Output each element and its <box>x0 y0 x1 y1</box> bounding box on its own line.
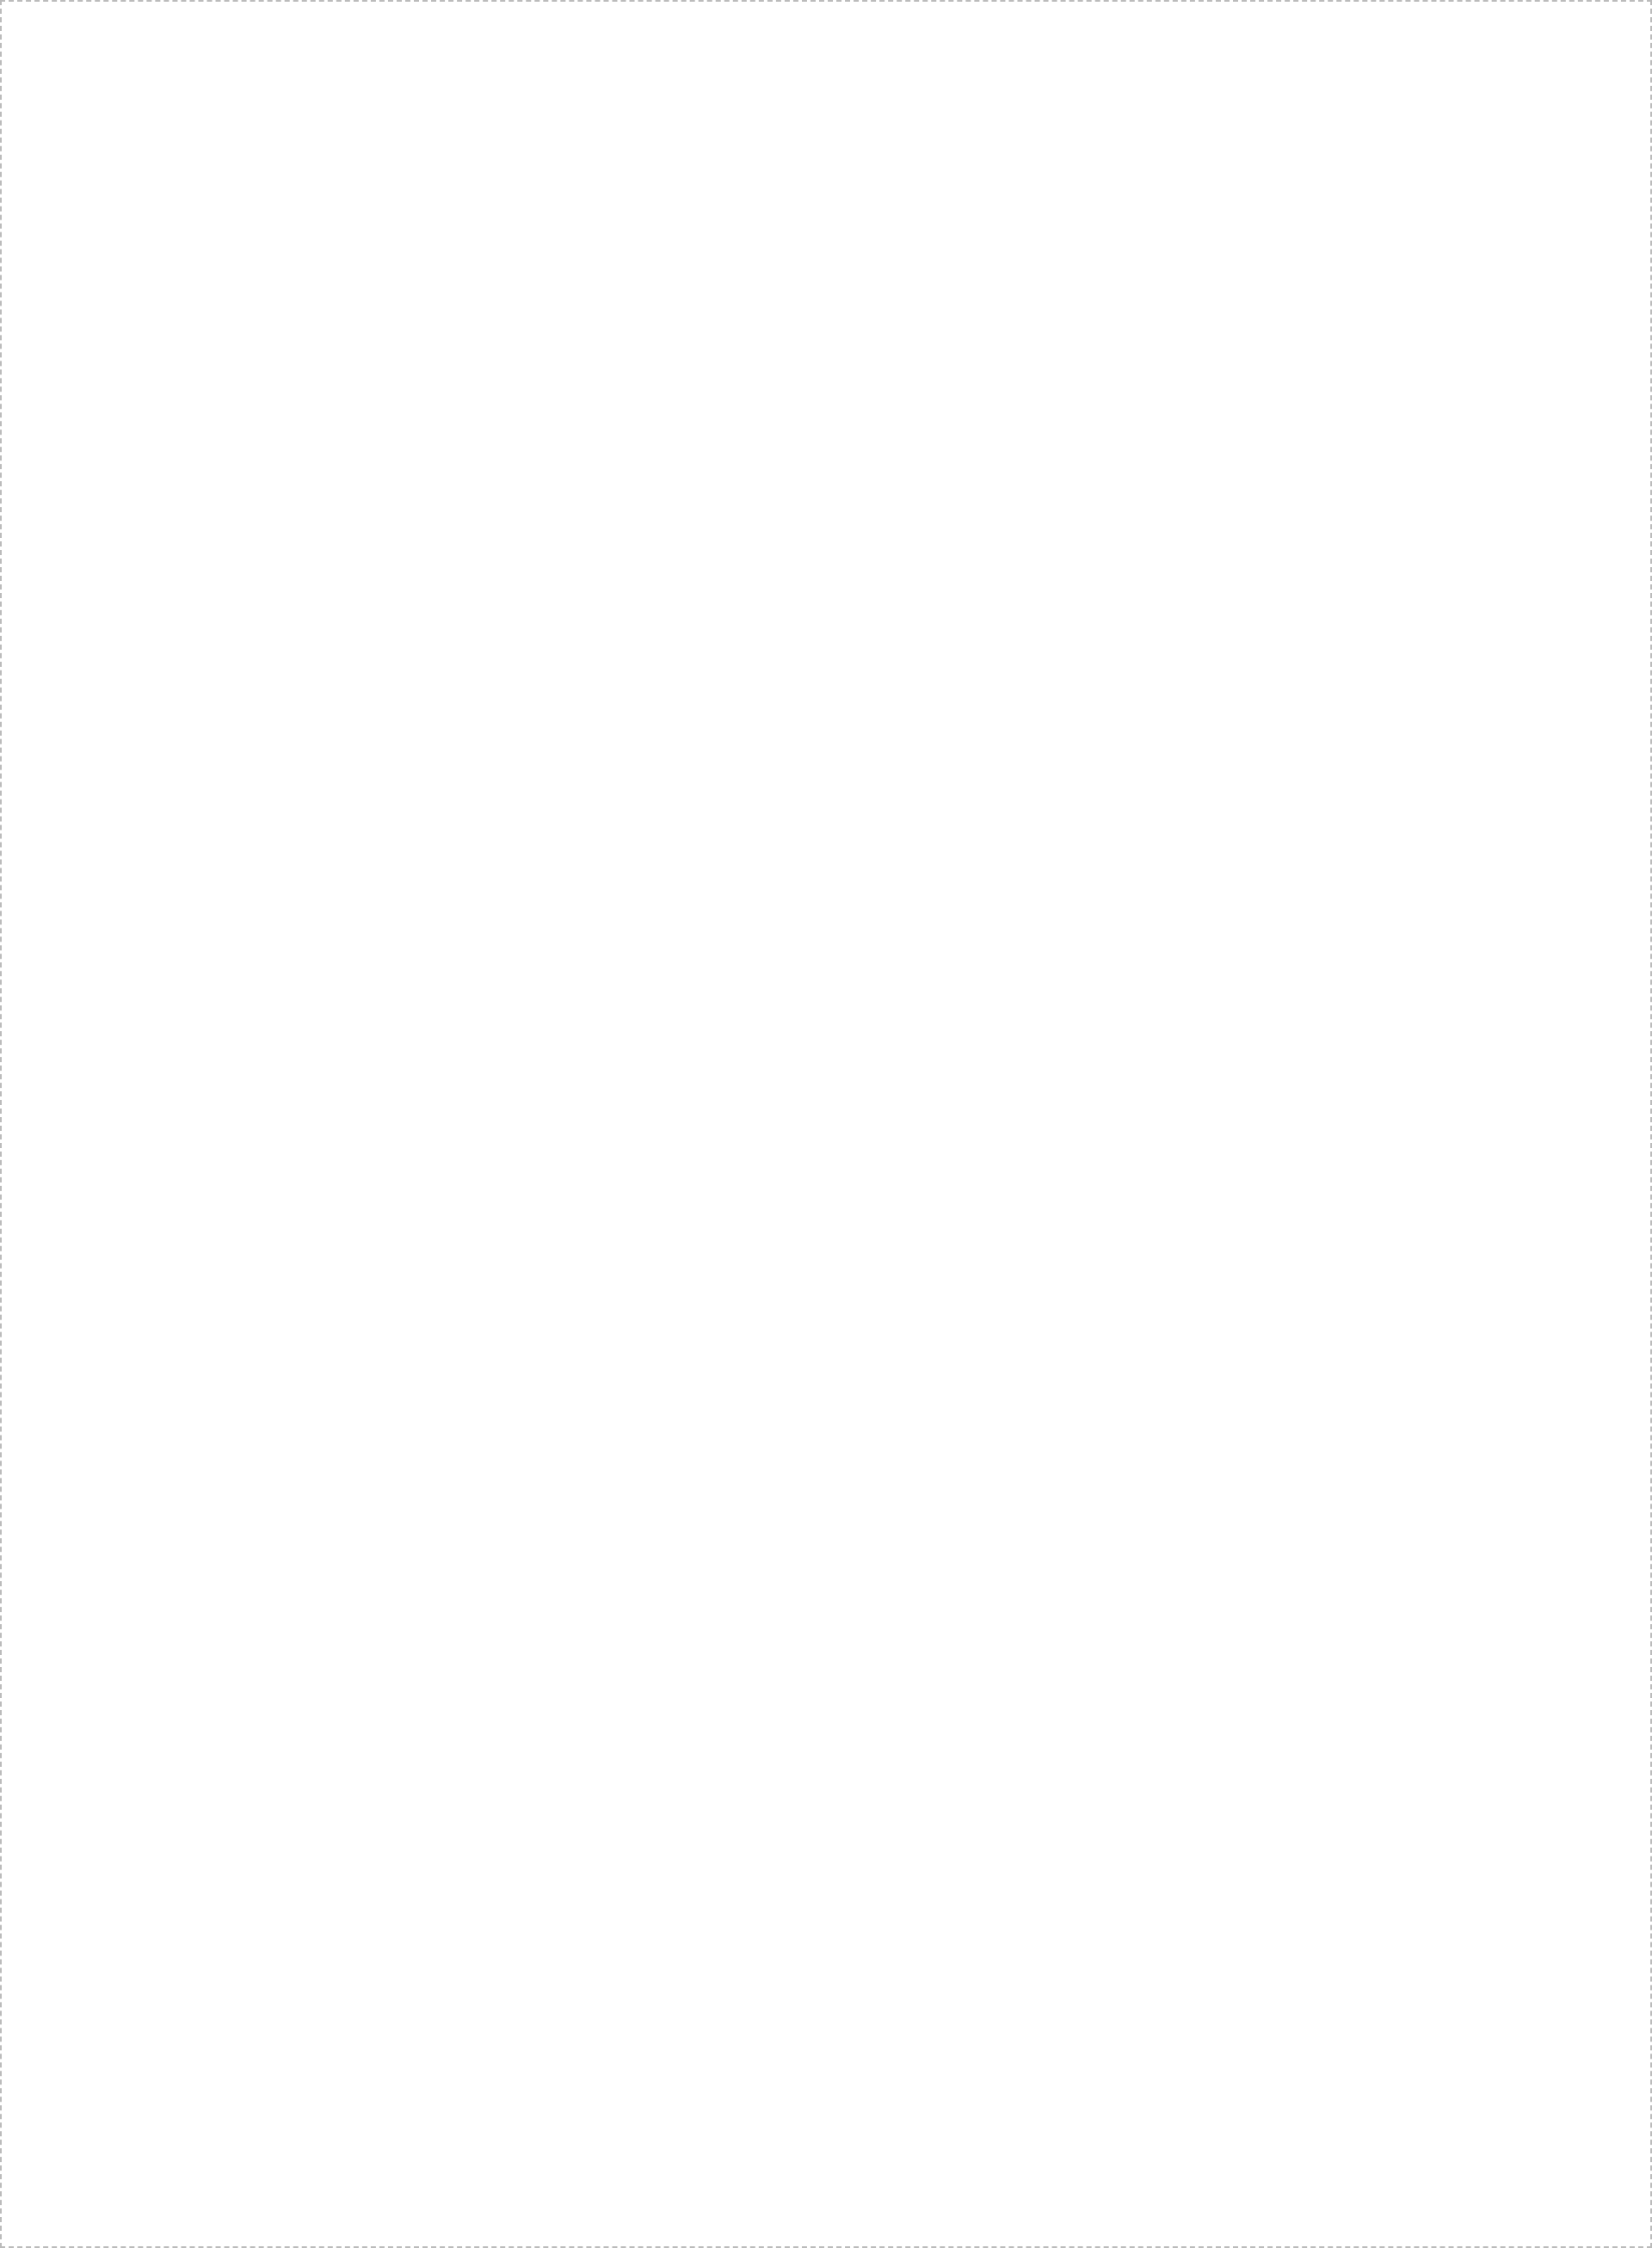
page-canvas <box>0 0 1652 2248</box>
